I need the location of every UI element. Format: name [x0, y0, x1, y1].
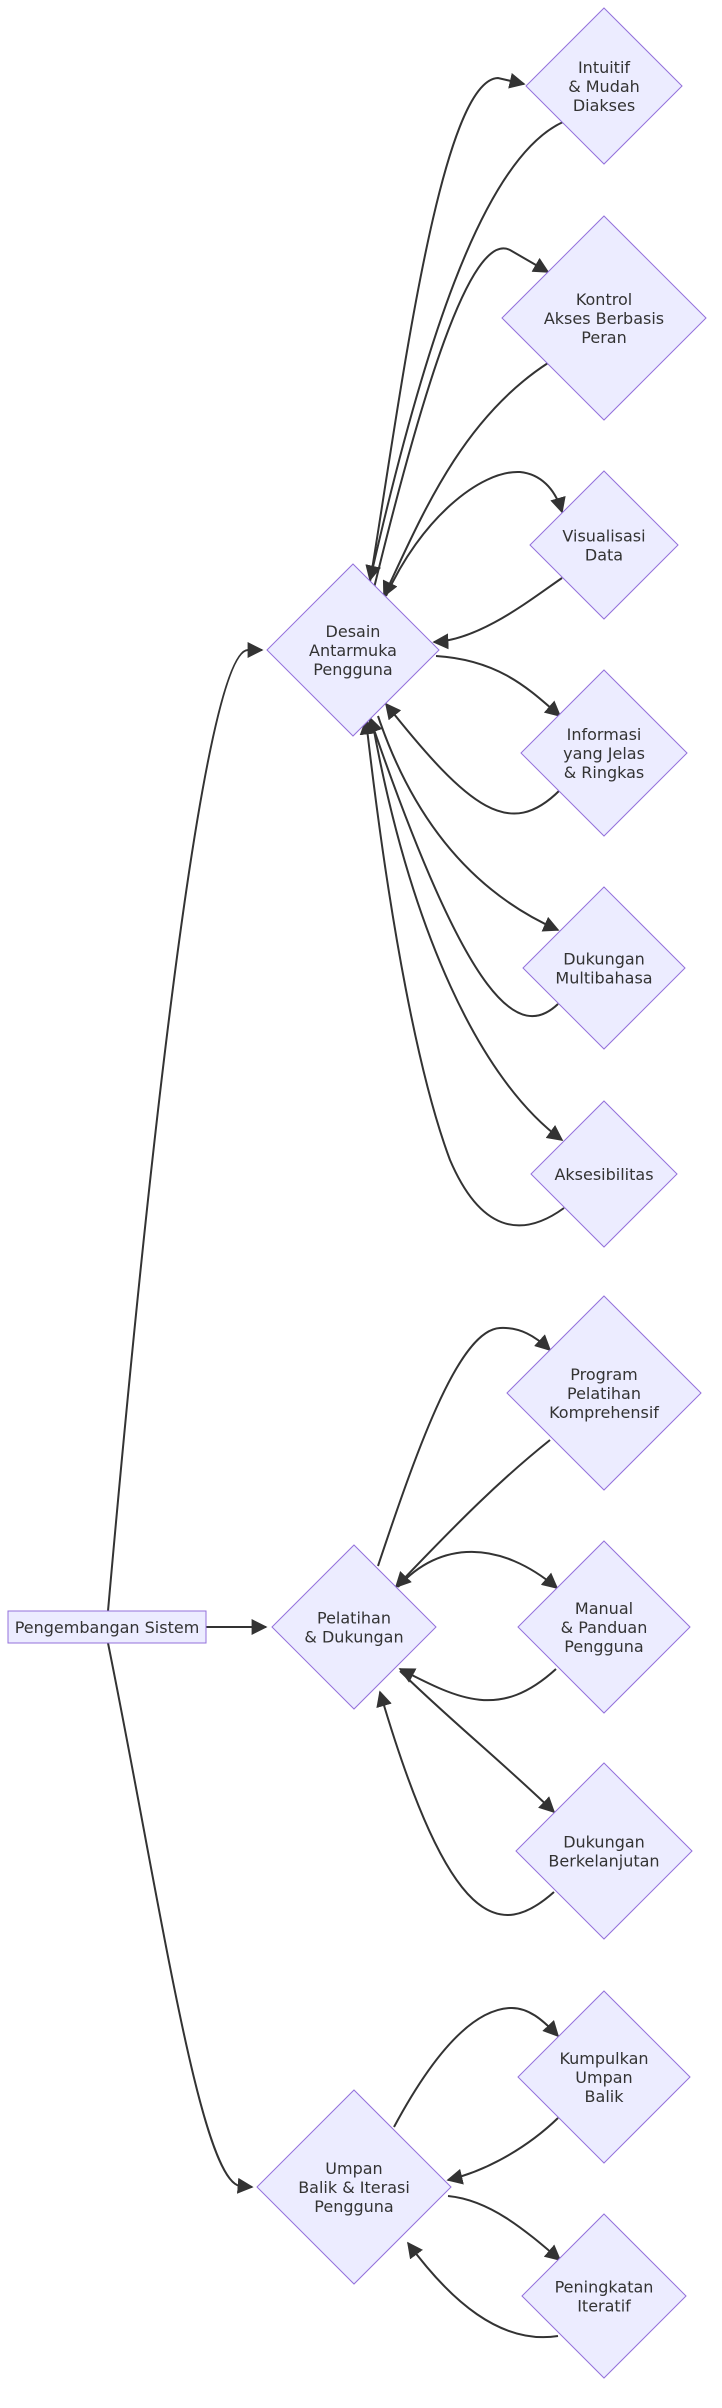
edge-pelatihan-to-manual [397, 1551, 559, 1590]
edge-program-to-pelatihan [394, 1439, 551, 1589]
node-label-manual-1: & Panduan [561, 1618, 648, 1637]
edge-berkelanjutan-to-pelatihan [376, 1690, 555, 1916]
edge-root-to-desain [107, 642, 264, 1612]
node-label-visual-0: Visualisasi [562, 527, 645, 546]
node-label-kumpulkan-0: Kumpulkan [559, 2049, 648, 2068]
edge-manual-to-pelatihan [398, 1668, 557, 1702]
edge-kumpulkan-to-umpan [446, 2117, 559, 2185]
node-label-kontrol-0: Kontrol [576, 290, 632, 309]
node-shape-intuitif [525, 7, 683, 165]
node-shape-berkelanjutan [515, 1762, 693, 1940]
node-label-informasi-1: yang Jelas [563, 744, 645, 763]
node-label-umpan-2: Pengguna [314, 2197, 393, 2216]
node-layer: Pengembangan SistemDesainAntarmukaPenggu… [7, 7, 707, 2379]
node-shape-umpan [256, 2089, 452, 2285]
node-label-program-1: Pelatihan [567, 1384, 641, 1403]
node-label-informasi-2: & Ringkas [564, 763, 645, 782]
node-label-peningkatan-1: Iteratif [577, 2297, 631, 2316]
edge-visual-to-desain [432, 577, 563, 650]
node-shape-program [506, 1295, 702, 1491]
node-shape-multibahasa [522, 886, 686, 1050]
node-label-informasi-0: Informasi [567, 725, 642, 744]
node-label-umpan-1: Balik & Iterasi [298, 2178, 410, 2197]
node-label-desain-0: Desain [326, 622, 381, 641]
node-label-umpan-0: Umpan [325, 2159, 382, 2178]
node-label-intuitif-1: & Mudah [568, 77, 640, 96]
node-shape-aksesibilitas [530, 1100, 678, 1248]
edge-desain-to-intuitif [369, 72, 526, 583]
edge-layer [107, 72, 566, 2339]
edge-informasi-to-desain [385, 702, 561, 815]
node-label-root-0: Pengembangan Sistem [15, 1618, 200, 1637]
node-label-intuitif-0: Intuitif [578, 58, 630, 77]
node-label-multibahasa-1: Multibahasa [555, 969, 652, 988]
node-label-aksesibilitas-0: Aksesibilitas [554, 1165, 653, 1184]
edge-root-to-umpan [107, 1642, 254, 2194]
node-label-program-2: Komprehensif [549, 1403, 659, 1422]
node-label-peningkatan-0: Peningkatan [555, 2278, 654, 2297]
node-label-multibahasa-0: Dukungan [563, 950, 645, 969]
edge-peningkatan-to-umpan [407, 2241, 559, 2339]
node-label-manual-0: Manual [575, 1599, 633, 1618]
node-label-kumpulkan-2: Balik [585, 2087, 625, 2106]
edge-intuitif-to-desain [365, 121, 564, 582]
node-label-kontrol-1: Akses Berbasis [544, 309, 664, 328]
node-label-intuitif-2: Diakses [573, 96, 635, 115]
edge-desain-to-aksesibilitas [371, 719, 564, 1141]
node-aksesibilitas: Aksesibilitas [530, 1100, 678, 1248]
edge-pelatihan-to-berkelanjutan [399, 1670, 556, 1814]
node-label-pelatihan-1: & Dukungan [304, 1628, 403, 1647]
node-shape-kumpulkan [517, 1990, 691, 2164]
edge-umpan-to-kumpulkan [393, 2006, 560, 2128]
node-label-pelatihan-0: Pelatihan [317, 1609, 391, 1628]
edge-kontrol-to-desain [382, 362, 549, 598]
edge-umpan-to-peningkatan [447, 2195, 562, 2262]
node-label-desain-1: Antarmuka [309, 641, 397, 660]
edge-desain-to-visual [385, 470, 566, 597]
node-shape-desain [266, 563, 440, 737]
edge-desain-to-kontrol [373, 247, 550, 589]
node-root: Pengembangan Sistem [7, 1610, 207, 1644]
node-shape-kontrol [501, 215, 707, 421]
node-shape-visual [529, 470, 679, 620]
edge-pelatihan-to-program [377, 1326, 552, 1567]
edge-desain-to-informasi [435, 655, 562, 718]
node-shape-manual [517, 1540, 691, 1714]
node-shape-informasi [520, 669, 688, 837]
node-label-berkelanjutan-0: Dukungan [563, 1833, 645, 1852]
node-shape-root [7, 1610, 207, 1644]
node-shape-pelatihan [271, 1544, 437, 1710]
node-label-kumpulkan-1: Umpan [575, 2068, 632, 2087]
node-pelatihan: Pelatihan& Dukungan [271, 1544, 437, 1710]
node-label-visual-1: Data [585, 546, 623, 565]
edge-multibahasa-to-desain [367, 716, 559, 1018]
node-label-kontrol-2: Peran [581, 328, 626, 347]
edge-aksesibilitas-to-desain [359, 718, 565, 1227]
node-shape-peningkatan [521, 2213, 687, 2379]
edge-desain-to-multibahasa [377, 715, 560, 932]
node-label-program-0: Program [570, 1365, 638, 1384]
node-label-desain-2: Pengguna [313, 660, 392, 679]
node-label-berkelanjutan-1: Berkelanjutan [548, 1852, 659, 1871]
node-label-manual-2: Pengguna [564, 1637, 643, 1656]
